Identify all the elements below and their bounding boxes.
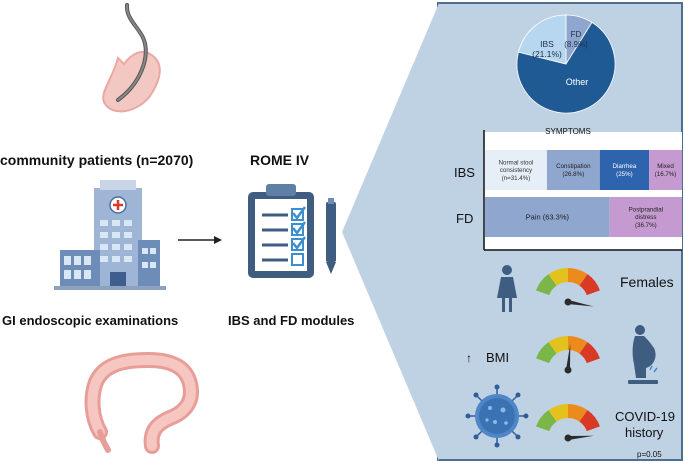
- bmi-label: BMI: [486, 350, 509, 365]
- ibs-segment-label-3: Mixed: [657, 163, 674, 170]
- covid-label-line2: history: [625, 425, 664, 440]
- symptoms-bar-chart: SYMPTOMS IBS FD Normal stoolconsistency(…: [454, 127, 682, 251]
- ibs-segment-label-1: (26.8%): [563, 171, 585, 178]
- gauge-band: [536, 410, 557, 432]
- p-value-label: p=0.05: [637, 450, 662, 459]
- gauge-band: [548, 268, 568, 286]
- gauge-band: [579, 342, 600, 364]
- ibs-segment-label-3: (16.7%): [655, 171, 677, 178]
- fd-segment-label-1: distress: [635, 214, 656, 221]
- gauge-band: [579, 410, 600, 432]
- gauge-band: [548, 404, 568, 422]
- overweight-person-icon: [628, 325, 658, 384]
- gauge-hub: [564, 434, 572, 442]
- gauge-females: [536, 268, 600, 307]
- covid-label-line1: COVID-19: [615, 409, 675, 424]
- gauge-hub: [564, 298, 572, 306]
- gauge-hub: [564, 366, 572, 374]
- hospital-icon: [54, 180, 166, 290]
- gauge-band: [548, 336, 568, 354]
- gauge-band: [536, 274, 557, 296]
- gauge-band: [579, 274, 600, 296]
- fd-row-label: FD: [456, 211, 473, 226]
- ibs-segment-2: [599, 150, 650, 190]
- colon-icon: [84, 351, 199, 454]
- virus-icon: [465, 384, 529, 448]
- symptoms-title: SYMPTOMS: [545, 127, 591, 136]
- gauge-needle: [567, 435, 594, 440]
- fd-segment-label-1: (36.7%): [635, 222, 657, 229]
- pen-icon: [326, 198, 336, 274]
- pie-value-ibs: (21.1%): [532, 49, 562, 59]
- ibs-segment-label-1: Constipation: [556, 163, 591, 170]
- females-label: Females: [620, 274, 674, 290]
- ibs-segment-3: [649, 150, 682, 190]
- ibs-segment-label-0: Normal stool: [499, 159, 534, 166]
- gauge-band: [568, 404, 588, 422]
- fd-segment-label-1: Postprandial: [629, 206, 663, 213]
- modules-label: IBS and FD modules: [228, 313, 355, 328]
- female-icon: [497, 265, 517, 312]
- gauge-covid: [536, 404, 600, 442]
- community-patients-label: community patients (n=2070): [0, 152, 194, 168]
- ibs-row-label: IBS: [454, 165, 475, 180]
- gauge-band: [568, 336, 588, 354]
- pie-value-fd: (8.9%): [564, 40, 588, 49]
- pie-label-fd: FD: [571, 30, 582, 39]
- fd-segment-0: [485, 197, 610, 237]
- rome-iv-label: ROME IV: [250, 152, 310, 168]
- ibs-segment-label-2: (25%): [616, 171, 633, 178]
- ibs-segment-1: [546, 150, 600, 190]
- ibs-segment-label-0: (n=31.4%): [502, 175, 531, 182]
- fd-segment-label-0: Pain (63.3%): [526, 213, 570, 222]
- gauge-bmi: [536, 336, 600, 374]
- gauge-needle: [567, 300, 594, 307]
- bmi-up-arrow-icon: ↑: [466, 351, 472, 365]
- fd-segment-1: [609, 197, 682, 237]
- ibs-segment-0: [485, 150, 547, 190]
- pie-label-other: Other: [566, 77, 589, 87]
- clipboard-checklist-icon: [248, 184, 336, 278]
- diagnosis-pie-chart: [516, 14, 616, 114]
- pie-slice-ibs: [517, 14, 567, 65]
- ibs-segment-label-2: Diarrhea: [613, 163, 637, 170]
- pie-slice-other: [516, 21, 616, 114]
- gauge-needle: [566, 344, 571, 371]
- gauge-band: [536, 342, 557, 364]
- gauge-band: [568, 268, 588, 286]
- ibs-segment-label-0: consistency: [500, 167, 533, 174]
- funnel-shape: [342, 3, 439, 461]
- pie-label-ibs: IBS: [540, 39, 554, 49]
- arrow-right-icon: [178, 236, 222, 244]
- stomach-icon: [102, 3, 161, 113]
- endoscopy-label: GI endoscopic examinations: [2, 313, 179, 328]
